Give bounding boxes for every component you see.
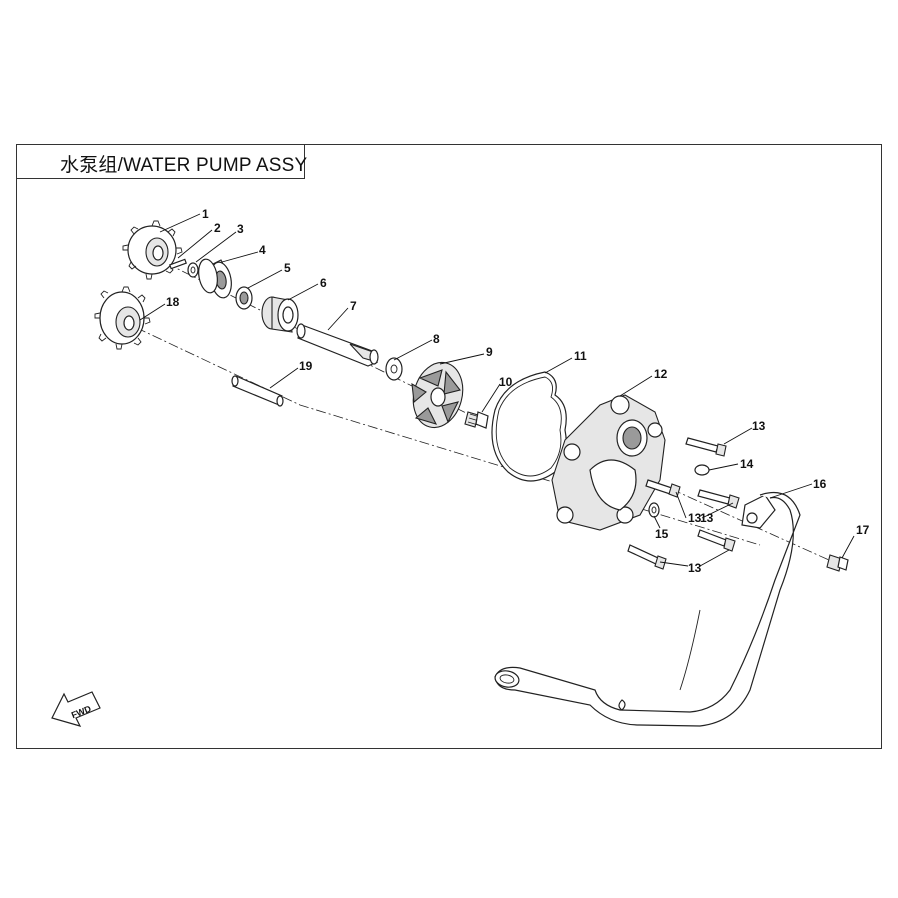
- bolt-13-e: [627, 544, 667, 570]
- callout-19: 19: [299, 359, 313, 373]
- leader-19: [269, 367, 299, 389]
- shaft-7: [296, 323, 379, 367]
- pin-19: [231, 375, 284, 407]
- leader-10: [481, 383, 501, 413]
- pump-cover-12: [551, 394, 666, 531]
- leader-18: [139, 303, 166, 321]
- impeller-9: [411, 361, 464, 429]
- leader-9: [439, 353, 485, 365]
- callout-13-c: 13: [688, 561, 702, 575]
- washer-15: [648, 502, 660, 518]
- lower-gear: [94, 286, 151, 350]
- axis-line-lower: [119, 319, 761, 546]
- leader-4: [221, 251, 259, 263]
- pin-2: [169, 258, 187, 270]
- bolt-13-c: [697, 489, 740, 509]
- mechanical-seal-6: [261, 296, 299, 333]
- bearing-4: [198, 258, 232, 299]
- callout-11: 11: [574, 349, 587, 363]
- callout-14: 14: [740, 457, 754, 471]
- callout-4: 4: [259, 243, 266, 257]
- bolt-13-a: [685, 437, 727, 457]
- diagram-frame: [16, 144, 882, 749]
- callout-7: 7: [350, 299, 357, 313]
- leader-13-a: [723, 427, 753, 445]
- leader-13-b: [675, 491, 687, 519]
- callout-9: 9: [486, 345, 493, 359]
- leader-13-d: [659, 561, 689, 567]
- leader-11: [544, 357, 573, 374]
- callout-1: 1: [202, 207, 209, 221]
- callout-13-b: 13: [688, 511, 702, 525]
- leader-2: [177, 229, 213, 259]
- o-ring-14: [694, 464, 710, 476]
- leader-1: [159, 213, 201, 233]
- leader-3: [195, 231, 237, 263]
- callout-13-d: 13: [700, 511, 714, 525]
- callout-2: 2: [214, 221, 221, 235]
- callout-6: 6: [320, 276, 327, 290]
- bolt-13-b: [645, 479, 681, 498]
- callout-17: 17: [856, 523, 870, 537]
- water-pipe-16: [494, 491, 801, 727]
- callout-15: 15: [655, 527, 669, 541]
- callout-18: 18: [166, 295, 180, 309]
- callout-5: 5: [284, 261, 291, 275]
- leader-16: [769, 483, 813, 499]
- bolt-17: [826, 554, 849, 572]
- leader-6: [287, 283, 319, 301]
- callout-8: 8: [433, 332, 440, 346]
- diagram-title: 水泵组/WATER PUMP ASSY: [60, 155, 308, 176]
- bolt-10: [464, 411, 489, 429]
- callout-3: 3: [237, 222, 244, 236]
- seal-5: [235, 286, 253, 310]
- callout-10: 10: [499, 375, 513, 389]
- washer-3: [187, 262, 199, 278]
- bolt-13-d: [697, 529, 736, 552]
- leader-7: [327, 307, 349, 331]
- callout-13-a: 13: [752, 419, 766, 433]
- title-box: [16, 144, 305, 179]
- gasket-11: [491, 371, 567, 482]
- leader-13-c: [701, 502, 734, 519]
- washer-8: [385, 357, 403, 381]
- fwd-arrow-icon: FWD: [51, 691, 101, 727]
- leader-14: [708, 463, 739, 471]
- leader-12: [619, 375, 653, 397]
- upper-gear: [122, 220, 183, 280]
- leader-5: [247, 269, 283, 289]
- leader-15: [653, 515, 661, 529]
- leader-8: [393, 339, 433, 361]
- leader-13-e: [699, 549, 730, 567]
- callout-12: 12: [654, 367, 668, 381]
- leader-17: [841, 535, 855, 559]
- callout-16: 16: [813, 477, 827, 491]
